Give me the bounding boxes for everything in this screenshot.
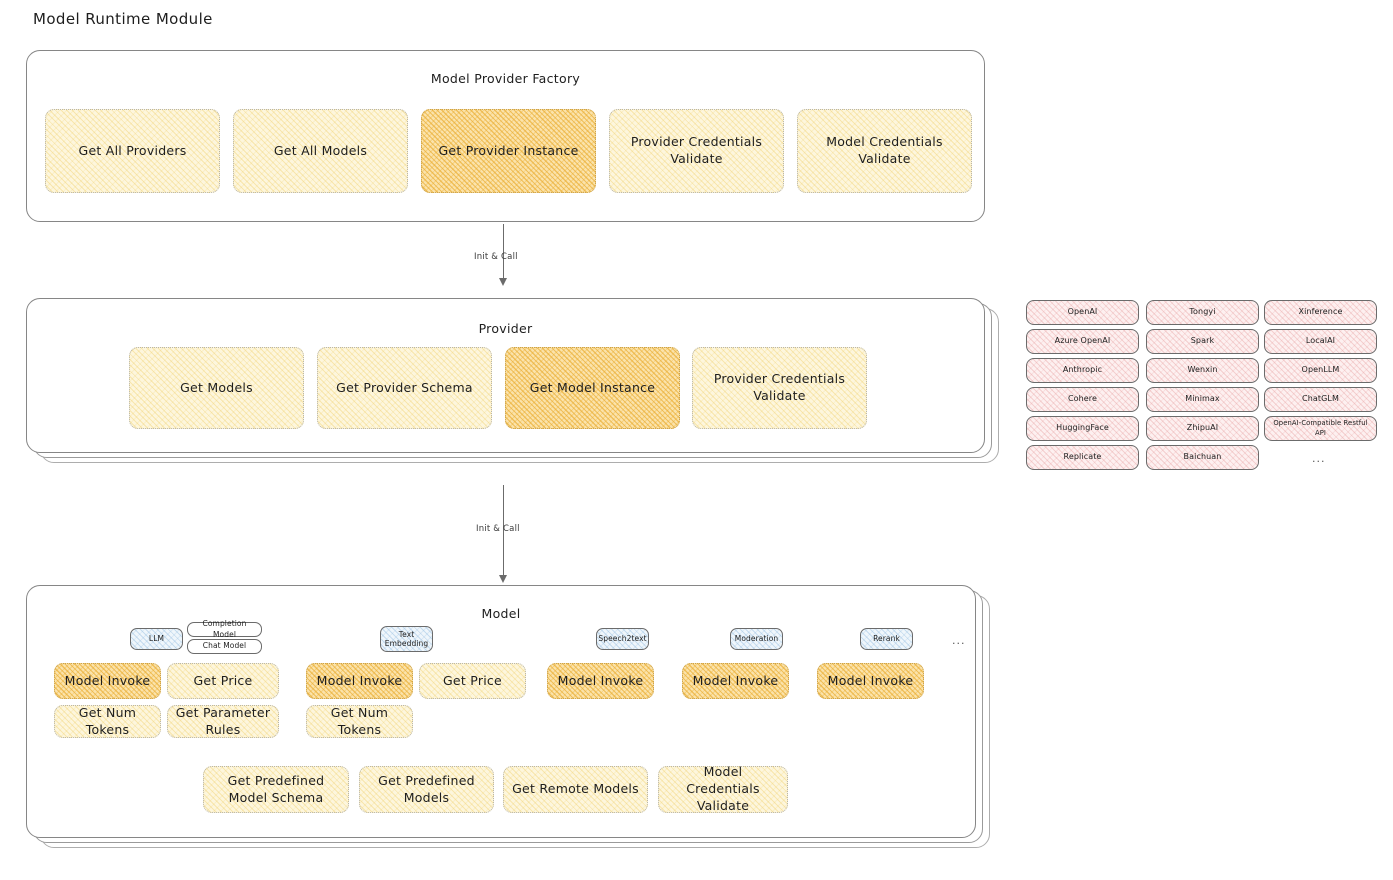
llm-op-get-parameter-rules[interactable]: Get Parameter Rules <box>167 705 279 738</box>
provider-chip-baichuan[interactable]: Baichuan <box>1146 445 1259 470</box>
provider-chip-minimax[interactable]: Minimax <box>1146 387 1259 412</box>
factory-item-provider-credentials-validate[interactable]: Provider Credentials Validate <box>609 109 784 193</box>
llm-op-get-price[interactable]: Get Price <box>167 663 279 699</box>
provider-title: Provider <box>478 321 533 336</box>
arrow-label-init-and-call-2: Init & Call <box>476 524 520 534</box>
model-provider-factory-title: Model Provider Factory <box>430 71 581 86</box>
provider-chip-openllm[interactable]: OpenLLM <box>1264 358 1377 383</box>
provider-chip-openai[interactable]: OpenAI <box>1026 300 1139 325</box>
factory-item-model-credentials-validate[interactable]: Model Credentials Validate <box>797 109 972 193</box>
provider-list-ellipsis: ... <box>1312 452 1326 465</box>
text-embedding-op-get-price[interactable]: Get Price <box>419 663 526 699</box>
provider-chip-spark[interactable]: Spark <box>1146 329 1259 354</box>
model-common-op-model-credentials-validate[interactable]: Model Credentials Validate <box>658 764 788 813</box>
provider-chip-tongyi[interactable]: Tongyi <box>1146 300 1259 325</box>
model-types-ellipsis: ... <box>952 634 966 647</box>
model-subtype-completion-model[interactable]: Completion Model <box>187 619 262 639</box>
model-provider-factory-container: Model Provider Factory Get All Providers… <box>26 50 985 222</box>
provider-chip-chatglm[interactable]: ChatGLM <box>1264 387 1377 412</box>
arrow-label-init-and-call-1: Init & Call <box>474 252 518 262</box>
provider-chip-xinference[interactable]: Xinference <box>1264 300 1377 325</box>
provider-chip-wenxin[interactable]: Wenxin <box>1146 358 1259 383</box>
llm-op-model-invoke[interactable]: Model Invoke <box>54 663 161 699</box>
speech2text-op-model-invoke[interactable]: Model Invoke <box>547 663 654 699</box>
model-type-moderation[interactable]: Moderation <box>730 628 783 650</box>
model-type-rerank[interactable]: Rerank <box>860 628 913 650</box>
provider-item-provider-credentials-validate[interactable]: Provider Credentials Validate <box>692 347 867 429</box>
provider-chip-localai[interactable]: LocalAI <box>1264 329 1377 354</box>
rerank-op-model-invoke[interactable]: Model Invoke <box>817 663 924 699</box>
model-common-op-get-predefined-model-schema[interactable]: Get Predefined Model Schema <box>203 766 349 813</box>
factory-item-get-provider-instance[interactable]: Get Provider Instance <box>421 109 596 193</box>
model-type-speech2text[interactable]: Speech2text <box>596 628 649 650</box>
text-embedding-op-get-num-tokens[interactable]: Get Num Tokens <box>306 705 413 738</box>
provider-chip-anthropic[interactable]: Anthropic <box>1026 358 1139 383</box>
provider-chip-replicate[interactable]: Replicate <box>1026 445 1139 470</box>
factory-item-get-all-models[interactable]: Get All Models <box>233 109 408 193</box>
factory-item-get-all-providers[interactable]: Get All Providers <box>45 109 220 193</box>
model-title: Model <box>481 606 521 621</box>
provider-container: Provider Get Models Get Provider Schema … <box>26 298 985 453</box>
model-type-text-embedding[interactable]: Text Embedding <box>380 626 433 652</box>
model-container: Model LLM Completion Model Chat Model Te… <box>26 585 976 838</box>
provider-item-get-models[interactable]: Get Models <box>129 347 304 429</box>
model-common-op-get-predefined-models[interactable]: Get Predefined Models <box>359 766 494 813</box>
moderation-op-model-invoke[interactable]: Model Invoke <box>682 663 789 699</box>
provider-item-get-provider-schema[interactable]: Get Provider Schema <box>317 347 492 429</box>
provider-chip-huggingface[interactable]: HuggingFace <box>1026 416 1139 441</box>
provider-chip-azure-openai[interactable]: Azure OpenAI <box>1026 329 1139 354</box>
model-subtype-chat-model[interactable]: Chat Model <box>187 639 262 654</box>
provider-chip-zhipuai[interactable]: ZhipuAI <box>1146 416 1259 441</box>
provider-chip-openai-compatible-restful-api[interactable]: OpenAI-Compatible Restful API <box>1264 416 1377 441</box>
model-type-llm[interactable]: LLM <box>130 628 183 650</box>
page-title: Model Runtime Module <box>33 10 213 28</box>
model-common-op-get-remote-models[interactable]: Get Remote Models <box>503 766 648 813</box>
provider-chip-cohere[interactable]: Cohere <box>1026 387 1139 412</box>
llm-op-get-num-tokens[interactable]: Get Num Tokens <box>54 705 161 738</box>
text-embedding-op-model-invoke[interactable]: Model Invoke <box>306 663 413 699</box>
provider-item-get-model-instance[interactable]: Get Model Instance <box>505 347 680 429</box>
